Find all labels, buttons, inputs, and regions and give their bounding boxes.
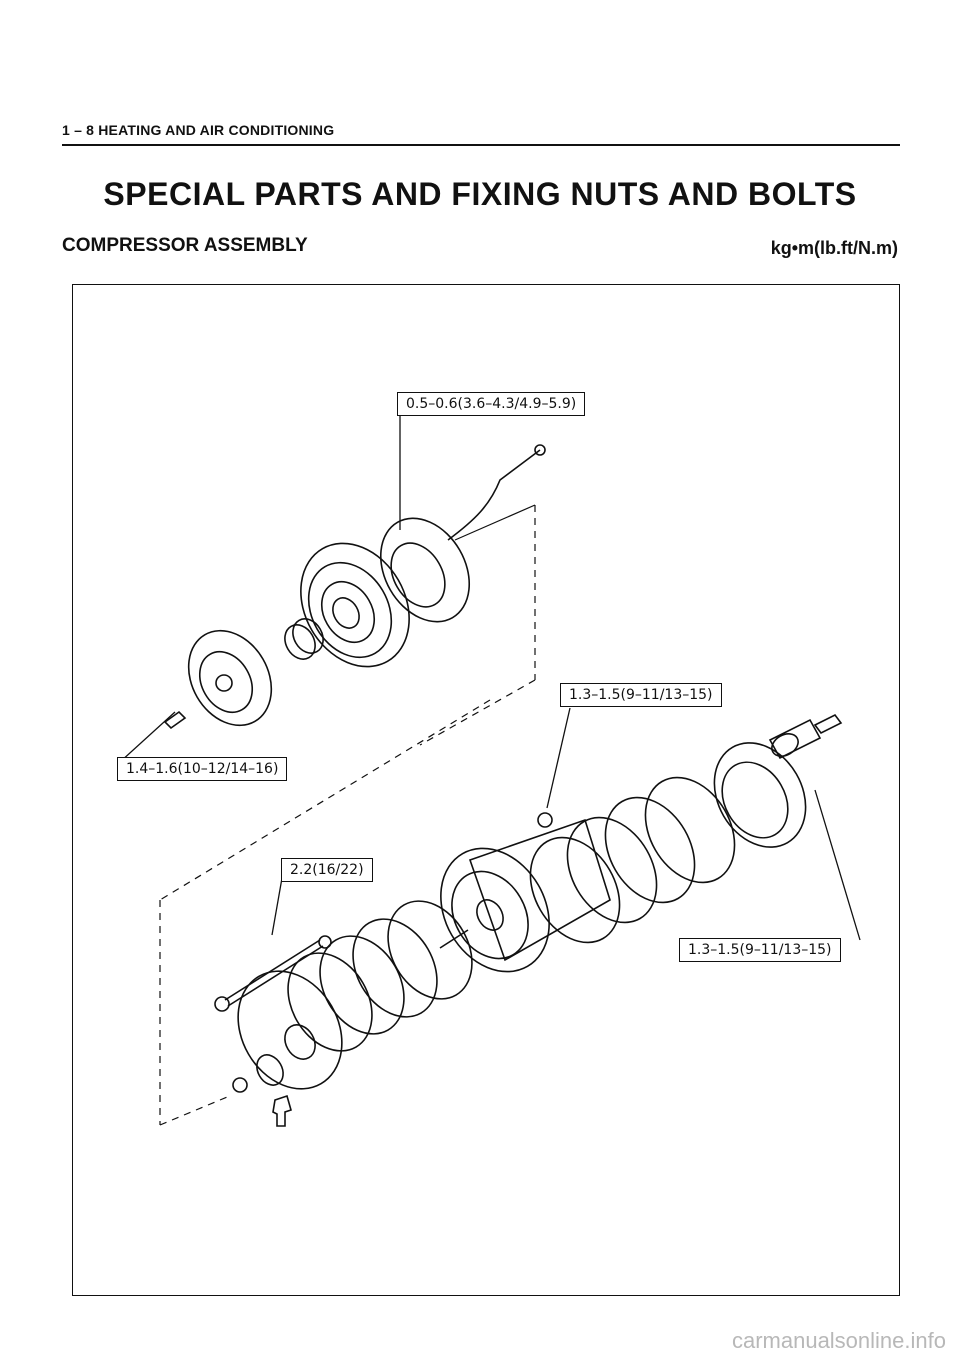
header-rule	[62, 144, 900, 146]
torque-units: kg•m(lb.ft/N.m)	[770, 238, 898, 258]
page-title: SPECIAL PARTS AND FIXING NUTS AND BOLTS	[103, 176, 857, 212]
callout-clutch-coil-torque: 0.5–0.6(3.6–4.3/4.9–5.9)	[397, 392, 586, 416]
assembly-axis-lines	[159, 505, 536, 1126]
callout-pressure-plate-torque: 1.4–1.6(10–12/14–16)	[117, 757, 288, 781]
diagram-frame	[72, 284, 900, 1296]
section-header: 1 – 8 HEATING AND AIR CONDITIONING	[62, 122, 335, 138]
leader-lines	[119, 410, 861, 941]
site-watermark: carmanualsonline.info	[731, 1328, 946, 1353]
callout-through-bolt-torque: 2.2(16/22)	[281, 858, 373, 882]
clutch-assembly	[163, 444, 546, 730]
section-subtitle: COMPRESSOR ASSEMBLY	[62, 235, 308, 256]
callout-rear-head-torque: 1.3–1.5(9–11/13–15)	[560, 683, 722, 707]
compressor-body	[214, 713, 843, 1127]
callout-service-valve-torque: 1.3–1.5(9–11/13–15)	[679, 938, 841, 962]
